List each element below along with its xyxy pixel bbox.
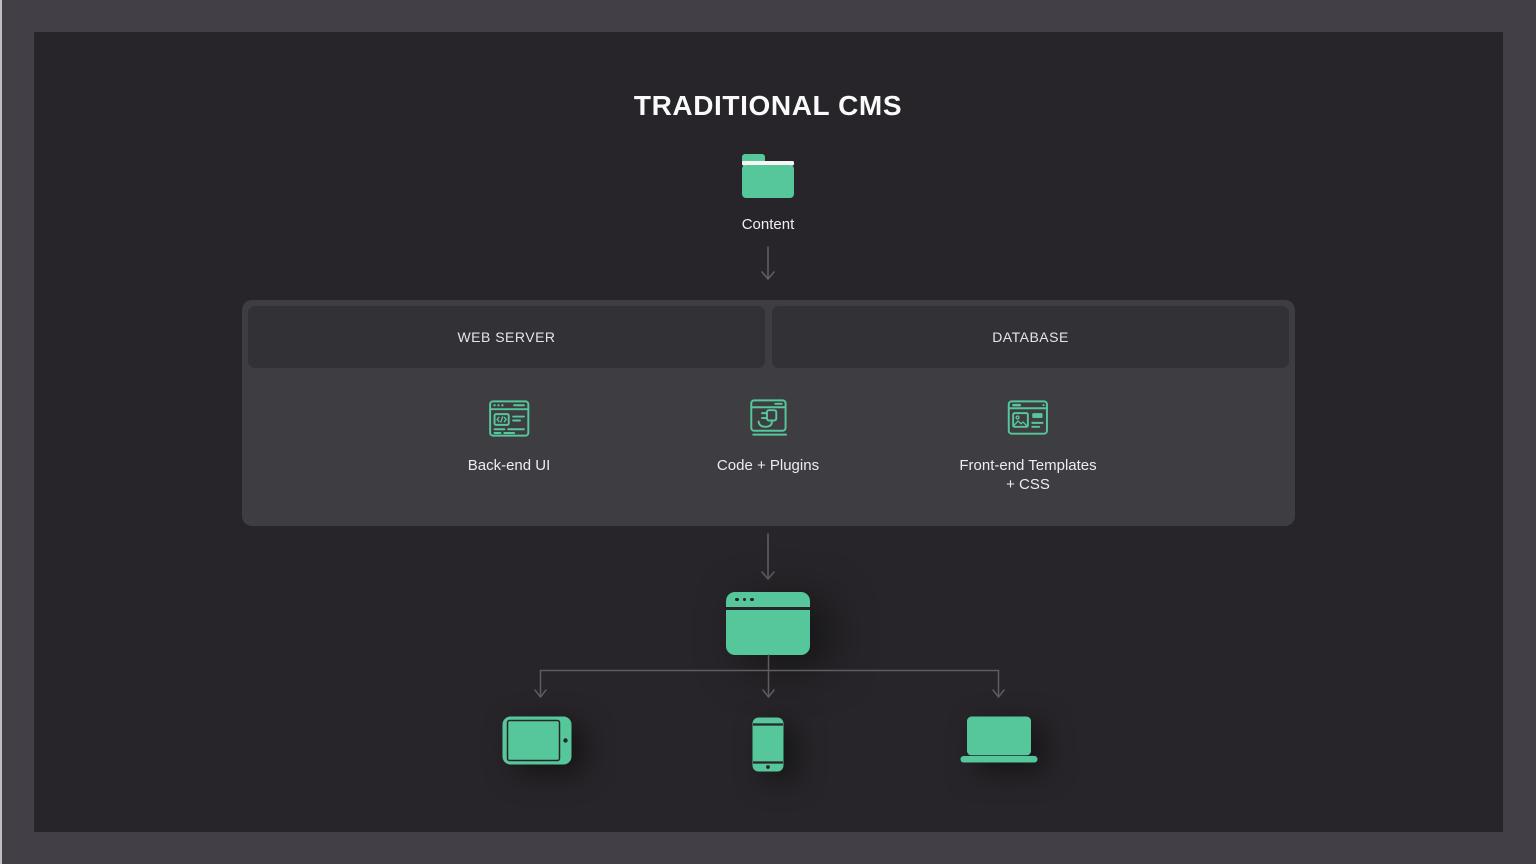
arrow-down-content-to-server xyxy=(761,246,775,280)
diagram-title: TRADITIONAL CMS xyxy=(633,90,903,121)
smartphone-icon xyxy=(752,717,784,772)
window-layout-icon xyxy=(1007,400,1049,435)
web-server-header-label: WEB SERVER xyxy=(457,329,556,345)
web-server-header: WEB SERVER xyxy=(248,306,765,368)
browser-titlebar xyxy=(726,592,810,610)
frontend-templates-label: Front-end Templates + CSS xyxy=(959,457,1097,493)
browser-dot xyxy=(735,597,739,602)
code-plugins-label: Code + Plugins xyxy=(716,457,820,474)
admin-window-code-icon xyxy=(488,400,530,437)
panel-headers: WEB SERVER DATABASE xyxy=(248,306,1289,368)
browser-window-icon xyxy=(726,592,810,655)
browser-dot xyxy=(750,597,754,602)
branch-connector xyxy=(534,654,1005,698)
backend-ui-label: Back-end UI xyxy=(467,457,551,474)
database-header-label: DATABASE xyxy=(992,329,1069,345)
arrow-down-server-to-website xyxy=(761,533,775,580)
folder-icon xyxy=(742,154,794,198)
database-header: DATABASE xyxy=(772,306,1289,368)
browser-dot xyxy=(742,597,746,602)
panel-item-frontend-templates: Front-end Templates + CSS xyxy=(959,395,1097,494)
server-panel: WEB SERVER DATABASE xyxy=(242,300,1295,526)
window-edge-strip xyxy=(0,0,2,864)
panel-item-code-plugins: Code + Plugins xyxy=(717,395,819,475)
content-node: Content xyxy=(740,150,796,234)
tablet-icon xyxy=(502,716,572,765)
content-label: Content xyxy=(741,216,795,233)
window-plug-icon xyxy=(749,399,787,436)
panel-item-backend-ui: Back-end UI xyxy=(467,395,551,475)
laptop-icon xyxy=(960,716,1038,763)
